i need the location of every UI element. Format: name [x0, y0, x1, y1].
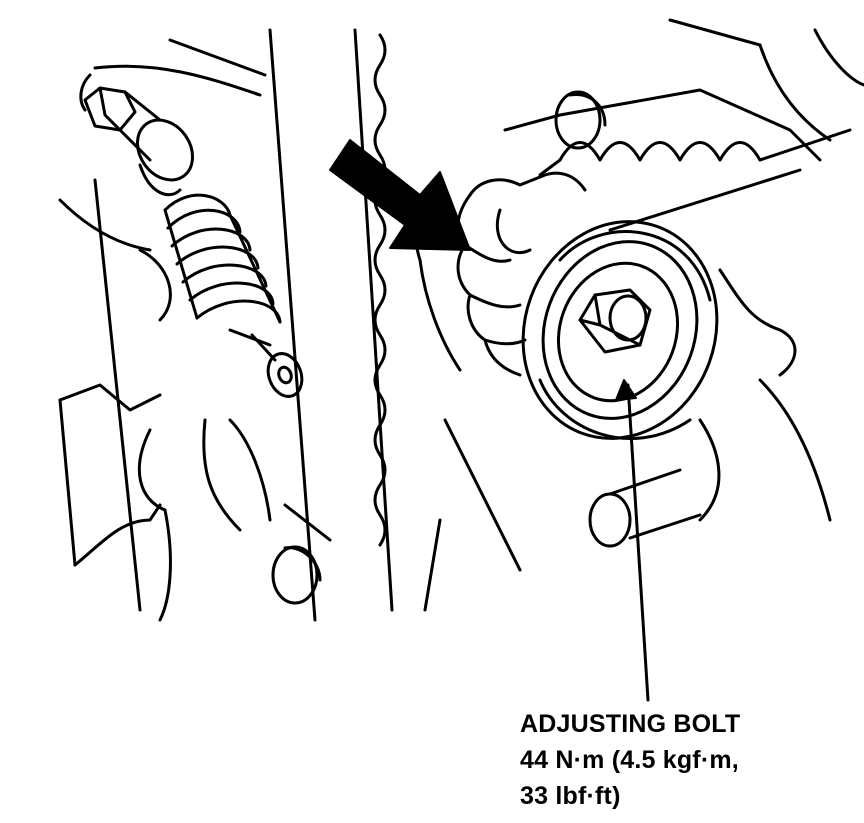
upper-dowel-pin — [554, 90, 607, 150]
callout-torque-imperial: 33 lbf·ft) — [520, 782, 621, 810]
tensioner-spring — [163, 193, 304, 398]
right-shaft — [588, 418, 721, 548]
callout-part-name: ADJUSTING BOLT — [520, 710, 741, 738]
adjusting-bolt-callout: ADJUSTING BOLT 44 N·m (4.5 kgf·m, 33 lbf… — [520, 706, 740, 814]
lower-dowel-pin — [271, 503, 332, 605]
direction-arrow — [329, 139, 471, 251]
tensioner-pulley — [521, 220, 797, 441]
spring-anchor-bolt — [83, 86, 195, 197]
engine-rail-lines — [268, 28, 394, 622]
engine-outline-right — [668, 18, 864, 522]
callout-torque-metric: 44 N·m (4.5 kgf·m, — [520, 746, 739, 774]
callout-leader-arrow — [615, 379, 650, 702]
engine-housing — [58, 38, 272, 622]
adjusting-bolt — [578, 288, 652, 354]
timing-belt-upper-run — [503, 88, 852, 232]
timing-belt-left-run — [373, 33, 522, 612]
